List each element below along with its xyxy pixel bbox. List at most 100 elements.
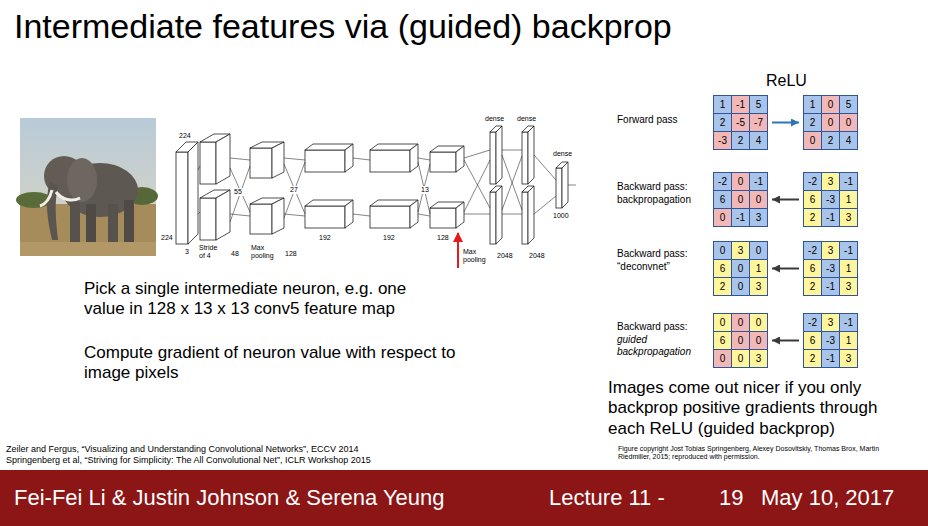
grid-cell: 1 xyxy=(803,95,822,114)
grid-cell: 1 xyxy=(713,95,732,114)
grid-cell: 0 xyxy=(713,313,732,332)
red-pointer-arrow xyxy=(457,233,459,268)
grid-cell: 0 xyxy=(749,313,768,332)
grid-cell: -1 xyxy=(821,349,840,368)
relu-grid: 000600003 xyxy=(713,313,768,368)
grid-cell: 6 xyxy=(803,190,822,209)
layer-name: dense xyxy=(484,115,505,123)
dimension-number: 55 xyxy=(233,188,243,196)
grid-cell: 3 xyxy=(821,241,840,260)
grid-cell: 0 xyxy=(731,313,750,332)
grid-cell: 2 xyxy=(731,131,750,150)
grid-cell: -1 xyxy=(821,208,840,227)
relu-grid: -23-16-312-13 xyxy=(803,172,858,227)
body-text: Compute gradient of neuron value with re… xyxy=(84,343,456,384)
grid-cell: 3 xyxy=(731,241,750,260)
footer-authors: Fei-Fei Li & Justin Johnson & Serena Yeu… xyxy=(14,485,445,510)
grid-cell: 3 xyxy=(839,208,858,227)
grid-cell: 2 xyxy=(821,131,840,150)
grid-cell: 0 xyxy=(749,241,768,260)
grid-cell: -7 xyxy=(749,113,768,132)
grid-cell: 0 xyxy=(821,113,840,132)
pooling-note: Max pooling xyxy=(250,244,282,260)
grid-cell: 3 xyxy=(821,313,840,332)
relu-grid: -20-16000-13 xyxy=(713,172,768,227)
grid-cell: -3 xyxy=(821,259,840,278)
grid-cell: 2 xyxy=(803,349,822,368)
relu-grid: 030601203 xyxy=(713,241,768,296)
grid-cell: 0 xyxy=(731,172,750,191)
body-text: Images come out nicer if you only backpr… xyxy=(608,378,904,439)
grid-cell: 2 xyxy=(803,208,822,227)
grid-cell: 3 xyxy=(821,172,840,191)
grid-cell: 0 xyxy=(713,208,732,227)
grid-cell: 3 xyxy=(839,349,858,368)
grid-cell: 1 xyxy=(839,331,858,350)
relu-arrow xyxy=(772,199,799,201)
relu-arrow xyxy=(772,268,799,270)
grid-cell: 3 xyxy=(749,208,768,227)
dimension-number: 224 xyxy=(160,234,174,242)
grid-cell: -1 xyxy=(839,313,858,332)
footer-date: May 10, 2017 xyxy=(761,485,894,510)
row-label: “deconvnet” xyxy=(617,261,670,273)
dimension-number: 3 xyxy=(184,248,190,256)
relu-grid: 1-152-5-7-324 xyxy=(713,95,768,150)
layer-name: dense xyxy=(552,150,573,158)
copyright-note: Figure copyright Jost Tobias Springenber… xyxy=(618,445,880,461)
footer-page: 19 xyxy=(719,485,743,510)
dimension-number: 13 xyxy=(420,186,430,194)
grid-cell: 0 xyxy=(821,95,840,114)
grid-cell: 6 xyxy=(713,331,732,350)
grid-cell: 0 xyxy=(749,190,768,209)
grid-cell: 3 xyxy=(749,349,768,368)
grid-cell: 5 xyxy=(839,95,858,114)
grid-cell: 6 xyxy=(803,331,822,350)
row-label: Backward pass: xyxy=(617,321,688,333)
grid-cell: 6 xyxy=(713,259,732,278)
stride-note: Stride of 4 xyxy=(198,244,226,260)
grid-cell: 6 xyxy=(713,190,732,209)
grid-cell: 0 xyxy=(731,277,750,296)
layer-connections xyxy=(198,150,576,222)
reference: Zeiler and Fergus, “Visualizing and Unde… xyxy=(6,444,359,454)
grid-cell: -3 xyxy=(821,331,840,350)
relu-grid: -23-16-312-13 xyxy=(803,313,858,368)
grid-cell: -1 xyxy=(839,241,858,260)
grid-cell: 0 xyxy=(731,190,750,209)
grid-cell: 0 xyxy=(731,259,750,278)
slide-title: Intermediate features via (guided) backp… xyxy=(14,6,672,47)
grid-cell: -1 xyxy=(731,95,750,114)
relu-grid: -23-16-312-13 xyxy=(803,241,858,296)
relu-arrow xyxy=(772,122,799,124)
grid-cell: -2 xyxy=(803,313,822,332)
grid-cell: 0 xyxy=(713,349,732,368)
grid-cell: -1 xyxy=(839,172,858,191)
grid-cell: -1 xyxy=(821,277,840,296)
reference: Springenberg et al, “Striving for Simpli… xyxy=(6,455,371,465)
grid-cell: 0 xyxy=(713,241,732,260)
dimension-number: 128 xyxy=(284,250,298,258)
grid-cell: 2 xyxy=(713,277,732,296)
body-text: Pick a single intermediate neuron, e.g. … xyxy=(84,279,429,320)
grid-cell: 0 xyxy=(803,131,822,150)
grid-cell: -1 xyxy=(749,172,768,191)
grid-cell: 5 xyxy=(749,95,768,114)
dimension-number: 1000 xyxy=(552,212,570,220)
grid-cell: 4 xyxy=(749,131,768,150)
grid-cell: -2 xyxy=(713,172,732,191)
grid-cell: 1 xyxy=(839,190,858,209)
dimension-number: 128 xyxy=(436,234,450,242)
grid-cell: 0 xyxy=(731,349,750,368)
elephant-photo xyxy=(16,118,158,256)
column-heading: ReLU xyxy=(766,72,807,90)
relu-grid: 105200024 xyxy=(803,95,858,150)
dimension-number: 192 xyxy=(318,234,332,242)
row-label: Backward pass: xyxy=(617,181,688,193)
dimension-number: 48 xyxy=(230,250,240,258)
grid-cell: 6 xyxy=(803,259,822,278)
grid-cell: 2 xyxy=(713,113,732,132)
dimension-number: 224 xyxy=(178,132,192,140)
grid-cell: 3 xyxy=(839,277,858,296)
